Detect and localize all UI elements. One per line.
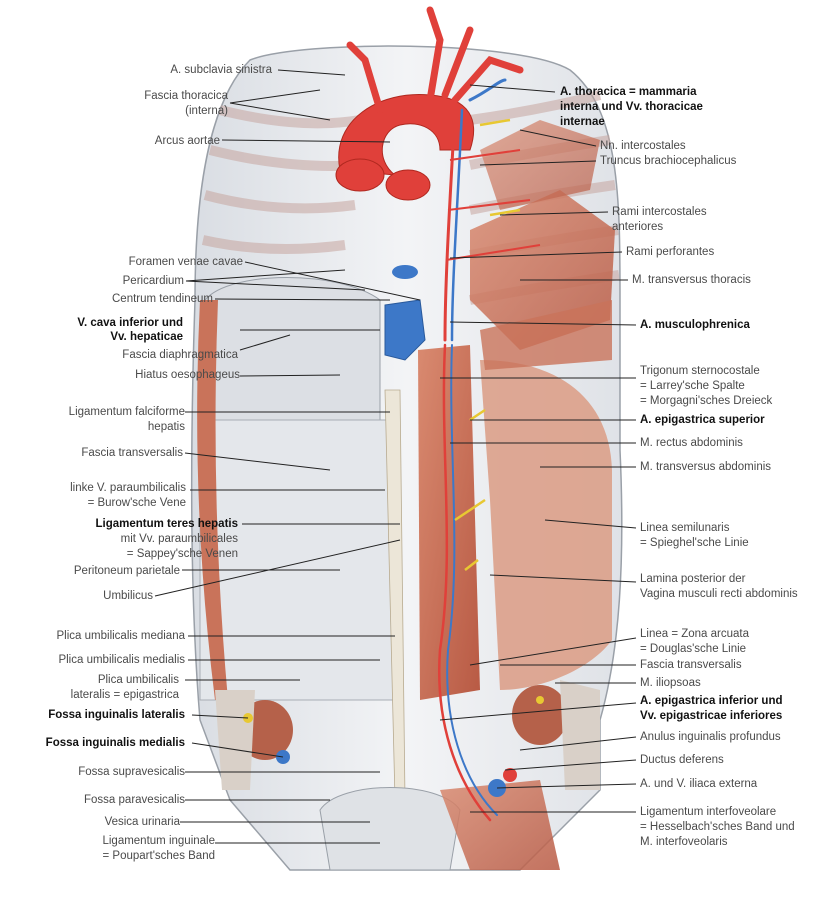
- label-lig-teres-3: = Sappey'sche Venen: [126, 548, 238, 560]
- label-fascia-diaphragmatica: Fascia diaphragmatica: [122, 349, 238, 361]
- label-plica-mediana: Plica umbilicalis mediana: [56, 630, 185, 642]
- label-a-thoracica-3: internae: [560, 116, 605, 128]
- label-linke-v-2: = Burow'sche Vene: [87, 497, 186, 509]
- label-rami-intercostales-2: anteriores: [612, 221, 664, 233]
- label-trigonum: Trigonum sternocostale: [640, 365, 760, 377]
- label-a-epigastrica-superior: A. epigastrica superior: [640, 414, 765, 426]
- label-lamina-2: Vagina musculi recti abdominis: [640, 588, 798, 600]
- label-fossa-paravesicalis: Fossa paravesicalis: [84, 794, 185, 806]
- label-fossa-supravesicalis: Fossa supravesicalis: [78, 766, 185, 778]
- label-pericardium: Pericardium: [122, 275, 184, 287]
- label-a-musculophrenica: A. musculophrenica: [640, 319, 750, 331]
- label-foramen-venae-cavae: Foramen venae cavae: [128, 256, 243, 268]
- label-v-cava: V. cava inferior und: [77, 317, 183, 329]
- label-rami-intercostales: Rami intercostales: [612, 206, 707, 218]
- label-linea-semilunaris: Linea semilunaris: [640, 522, 730, 534]
- label-a-thoracica: A. thoracica = mammaria: [560, 86, 697, 98]
- label-plica-lateralis: Plica umbilicalis: [97, 674, 179, 686]
- label-anulus: Anulus inguinalis profundus: [640, 731, 781, 743]
- label-lig-teres: Ligamentum teres hepatis: [95, 518, 238, 530]
- label-fascia-transversalis-left: Fascia transversalis: [81, 447, 183, 459]
- label-umbilicus: Umbilicus: [103, 590, 153, 602]
- label-fascia-thoracica-2: (interna): [185, 105, 228, 117]
- label-vesica: Vesica urinaria: [104, 816, 180, 828]
- label-a-epigastrica-inferior-2: Vv. epigastricae inferiores: [640, 710, 783, 722]
- label-a-epigastrica-inferior: A. epigastrica inferior und: [640, 695, 783, 707]
- label-rami-perforantes: Rami perforantes: [626, 246, 715, 258]
- label-lig-interfoveolare-3: M. interfoveolaris: [640, 836, 728, 848]
- label-ductus: Ductus deferens: [640, 754, 724, 766]
- label-linea-zona: Linea = Zona arcuata: [640, 628, 750, 640]
- label-a-thoracica-2: interna und Vv. thoracicae: [560, 101, 703, 113]
- label-hiatus: Hiatus oesophageus: [135, 369, 240, 381]
- label-linke-v: linke V. paraumbilicalis: [70, 482, 186, 494]
- rectus-abdominis: [418, 345, 480, 700]
- label-trigonum-3: = Morgagni'sches Dreieck: [640, 395, 773, 407]
- label-lig-inguinale-2: = Poupart'sches Band: [102, 850, 215, 862]
- label-v-cava-2: Vv. hepaticae: [110, 331, 183, 343]
- label-centrum-tendineum: Centrum tendineum: [112, 293, 213, 305]
- label-trigonum-2: = Larrey'sche Spalte: [640, 380, 745, 392]
- label-lig-interfoveolare-2: = Hesselbach'sches Band und: [640, 821, 795, 833]
- label-m-transversus-abd: M. transversus abdominis: [640, 461, 772, 473]
- label-lig-falciforme-2: hepatis: [147, 421, 185, 433]
- label-truncus: Truncus brachiocephalicus: [600, 155, 737, 167]
- label-lamina: Lamina posterior der: [640, 573, 746, 585]
- label-subclavia: A. subclavia sinistra: [170, 64, 272, 76]
- label-lig-falciforme: Ligamentum falciforme: [68, 406, 185, 418]
- label-fascia-thoracica: Fascia thoracica: [144, 90, 228, 102]
- label-plica-medialis: Plica umbilicalis medialis: [58, 654, 185, 666]
- label-arcus-aortae: Arcus aortae: [154, 135, 220, 147]
- label-lig-interfoveolare: Ligamentum interfoveolare: [640, 806, 777, 818]
- label-a-iliaca: A. und V. iliaca externa: [640, 778, 758, 790]
- label-m-transversus-thoracis: M. transversus thoracis: [632, 274, 751, 286]
- label-linea-semilunaris-2: = Spieghel'sche Linie: [640, 537, 749, 549]
- label-fossa-lateralis: Fossa inguinalis lateralis: [48, 709, 185, 721]
- label-lig-teres-2: mit Vv. paraumbilicales: [120, 533, 238, 545]
- label-peritoneum: Peritoneum parietale: [73, 565, 180, 577]
- label-fascia-transversalis-right: Fascia transversalis: [640, 659, 742, 671]
- label-m-iliopsoas: M. iliopsoas: [640, 677, 701, 689]
- label-m-rectus: M. rectus abdominis: [640, 437, 743, 449]
- label-nn-intercostales: Nn. intercostales: [600, 140, 686, 152]
- label-linea-zona-2: = Douglas'sche Linie: [640, 643, 747, 655]
- label-fossa-medialis: Fossa inguinalis medialis: [45, 737, 185, 749]
- label-plica-lateralis-2: lateralis = epigastrica: [70, 689, 179, 701]
- a-thoracica-interna: [443, 78, 507, 342]
- aortic-arch: [338, 93, 475, 176]
- v-cava-inferior: [384, 299, 426, 361]
- label-lig-inguinale: Ligamentum inguinale: [102, 835, 215, 847]
